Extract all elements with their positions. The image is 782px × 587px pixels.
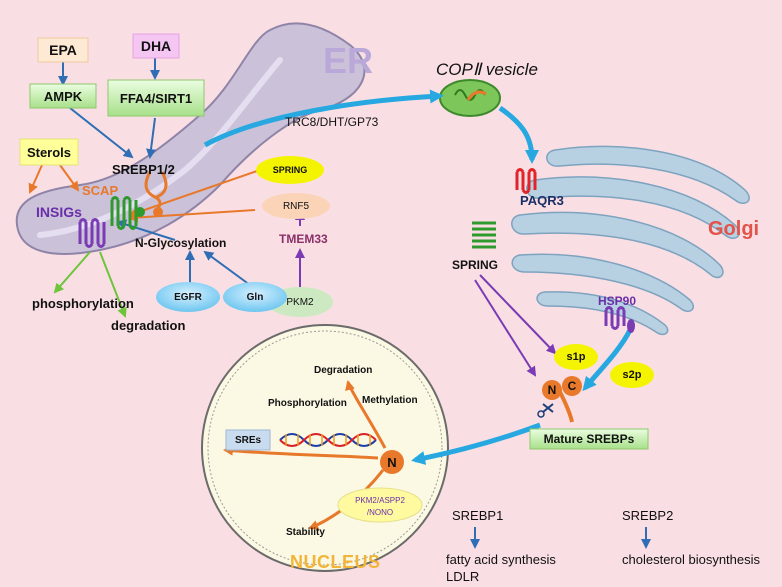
glyco-to-scap-arrow [116,219,176,241]
sres-box [225,429,271,451]
nucleus-label: NUCLEUS [290,552,381,572]
ampk-to-srebp-arrow [69,107,134,159]
cleaved-srebp-icon [558,391,574,423]
pkm2-complex-oval [337,487,423,523]
pkm2-complex-line2: /NONO [366,507,394,517]
sterols-to-scap-arrow [59,164,80,192]
rnf5-to-scap-arrow [128,209,256,223]
gln-label: Gln [246,291,264,303]
gln-oval [223,282,287,312]
egfr-label: EGFR [174,291,202,303]
ffa4-sirt1-label: FFA4/SIRT1 [119,90,193,106]
c-terminus-node [562,376,582,396]
paqr3-label: PAQR3 [520,193,564,208]
dha-label: DHA [140,38,172,54]
rnf5-oval [262,193,330,219]
n-terminus-label: N [547,383,557,397]
dna-helix-icon [279,433,377,447]
srebp-protein-icon [144,171,168,214]
spring-to-s1p-arrow [479,274,557,355]
mature-srebps-label: Mature SREBPs [543,432,635,446]
n-glycosylation-label: N-Glycosylation [135,236,227,250]
s1p-label: s1p [566,351,586,363]
golgi-label: Golgi [708,218,760,240]
ffa4-sirt1-box [107,79,205,117]
scissors-icon [542,403,554,413]
srebp1-label: SREBP1 [452,508,504,523]
vesicle-to-golgi-arrow [498,105,539,164]
vesicle-label: COPⅡ vesicle [436,60,538,79]
c-terminus-label: C [567,379,577,393]
sterols-box [19,138,79,166]
ampk-box [29,83,97,109]
n-to-sres-arrow [223,445,379,460]
trc8-label: TRC8/DHT/GP73 [285,115,379,129]
tmem33-label: TMEM33 [279,232,328,246]
er-to-vesicle-arrow [203,89,444,148]
spring-to-scap-arrow [128,169,261,218]
spring-golgi-protein-icon [472,221,496,249]
egfr-oval [156,282,220,312]
epa-label: EPA [49,42,77,58]
gln-to-glyco-arrow [203,250,251,286]
insig-to-degradation-arrow [99,251,127,318]
srebp2-target: cholesterol biosynthesis [622,552,761,567]
srebp-head-icon [153,207,163,217]
rnf5-label: RNF5 [282,200,310,212]
ampk-label: AMPK [43,88,83,104]
insig-protein-icon [78,218,106,248]
ffa4-to-srebp-arrow [146,117,156,159]
srebp1-target1: fatty acid synthesis [446,552,556,567]
scap-protein-icon [110,196,138,230]
srebp1-target2: LDLR [446,569,480,584]
hsp90-protein-icon [604,306,626,330]
scissors-ring-icon [537,410,545,418]
golgi-to-cleavage-arrow [582,328,633,392]
n-to-degradation-arrow [345,380,387,449]
copii-vesicle [439,79,501,117]
paqr3-protein-icon [515,168,537,194]
nucleus-methylation-label: Methylation [362,395,418,406]
scap-label: SCAP [82,183,119,198]
s1p-oval [554,344,598,370]
s2p-label: s2p [622,369,642,381]
spring-golgi-label: SPRING [452,258,499,272]
phosphorylation-label: phosphorylation [32,296,134,311]
nucleus-n-node [380,450,404,474]
sres-label: SREs [234,434,262,446]
srebp2-label: SREBP2 [622,508,674,523]
spring-top-label: SPRING [272,165,308,175]
spring-top-oval [256,156,324,184]
nucleus-degradation-label: Degradation [314,365,373,376]
sterols-to-insigs-arrow [28,164,43,194]
nucleus-stability-label: Stability [286,527,325,538]
golgi-apparatus [511,145,750,336]
nucleus-n-label: N [387,454,397,470]
hsp90-head-icon [627,319,635,333]
hsp90-label: HSP90 [598,294,637,308]
degradation-label: degradation [111,318,186,333]
nucleus-phosphorylation-label: Phosphorylation [268,398,347,409]
insigs-label: INSIGs [36,204,82,220]
mature-srebps-box [529,428,649,450]
epa-box [37,37,89,63]
spring-to-cleavage-arrow [474,279,537,377]
srebp12-label: SREBP1/2 [112,162,175,177]
pkm2-label: PKM2 [286,296,314,308]
mature-to-nucleus-arrow [411,422,541,465]
dha-box [132,33,180,59]
s2p-oval [610,362,654,388]
n-terminus-node [542,380,562,400]
insig-to-phosphorylation-arrow [53,251,91,294]
er-label: ER [323,40,374,81]
scap-head-icon [135,207,145,217]
sterols-label: Sterols [26,144,72,160]
pkm2-complex-line1: PKM2/ASPP2 [355,495,405,505]
